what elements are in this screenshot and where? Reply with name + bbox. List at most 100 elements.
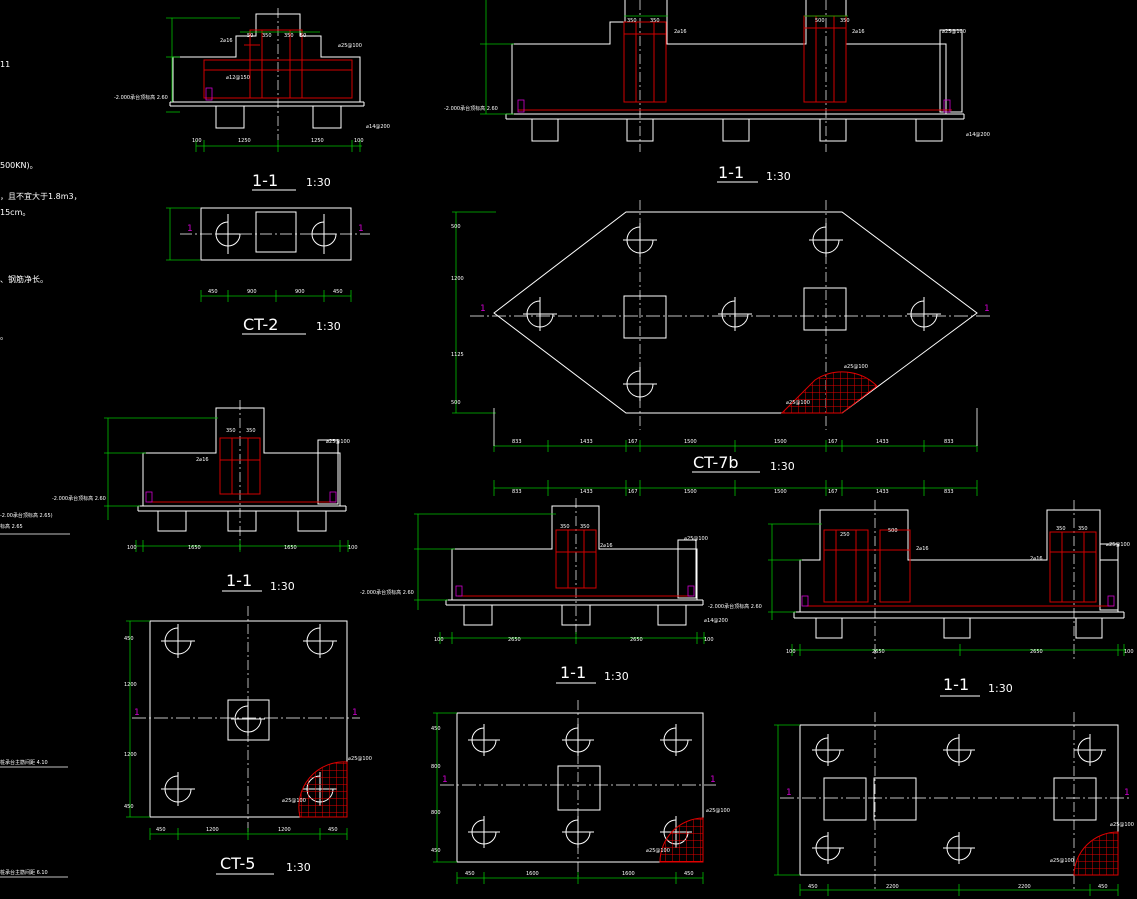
pile-symbol-icon [231,702,265,736]
dim-label: 250 [840,532,850,538]
pile-symbol-icon [623,367,657,401]
section-view-5[interactable]: 100 2650 2650 100 250 500 350 350 2⌀16 2… [708,500,1134,697]
note-line: 、钢筋净长。 [0,274,48,284]
dim-label: 2650 [1030,649,1043,655]
rebar-label: ⌀25@100 [1050,858,1074,864]
dim-label: 1500 [684,439,697,445]
rebar-label: ⌀25@100 [786,400,810,406]
rebar-label: ⌀25@100 [844,364,868,370]
dim-label: 1125 [451,352,464,358]
dim-label: 450 [684,871,694,877]
dim-label: 1650 [284,545,297,551]
dim-label: 1250 [238,138,251,144]
section-view-4[interactable]: 100 2650 2650 100 350 350 2⌀16 ⌀25@100 -… [360,498,728,684]
rebar-label: ⌀25@100 [326,439,350,445]
section-view-3[interactable]: 100 1650 1650 100 350 350 2⌀16 ⌀25@100 -… [52,400,358,593]
section-5-scale: 1:30 [988,682,1013,695]
rebar-label: ⌀25@100 [684,536,708,542]
dim-label: 450 [465,871,475,877]
rebar-hatch-detail [298,761,348,818]
dim-label: 1200 [278,827,291,833]
section-mark: 1 [984,304,990,314]
pile-cap-plan-7[interactable]: 450 2200 2200 450 ⌀25@100 ⌀25@100 1 1 [774,712,1134,896]
ct2-plan[interactable]: 450 900 900 450 1 1 CT-2 1:30 [166,207,370,335]
ct7b-scale: 1:30 [770,460,795,473]
dim-label: 350 [560,524,570,530]
dim-label: 350 [580,524,590,530]
dim-label: 167 [828,489,838,495]
dim-label: 2200 [886,884,899,890]
dim-label: 1600 [622,871,635,877]
rebar-label: ⌀25@100 [706,808,730,814]
ct7b-title: CT-7b [693,453,739,472]
dim-label: 1600 [526,871,539,877]
rebar-label: 2⌀16 [220,38,233,44]
dim-label: 2650 [508,637,521,643]
ct5-plan[interactable]: 450 1200 1200 450 450 1200 1200 450 ⌀25@… [124,606,372,875]
dim-label: 100 [348,545,358,551]
pile-symbol-icon [562,816,594,848]
section-mark: 1 [134,708,140,718]
pile-symbol-icon [623,223,657,257]
pile-symbol-icon [943,832,975,864]
note-line: 标高 2.65 [0,523,23,530]
rebar-label: ⌀25@100 [1110,822,1134,828]
elevation-label: -2.000承台顶标高 2.60 [708,603,762,610]
dim-label: 350 [840,18,850,24]
rebar-label: 2⌀16 [916,546,929,552]
dim-label: 450 [124,804,134,810]
rebar-label: ⌀25@100 [282,798,306,804]
section-mark: 1 [187,224,193,234]
pile-symbol-icon [468,724,500,756]
pile-symbol-icon [812,734,844,766]
dim-label: 833 [512,439,522,445]
ct2-title: CT-2 [243,315,278,334]
dim-label: 900 [295,289,305,295]
section-mark: 1 [480,304,486,314]
section-mark: 1 [358,224,364,234]
rebar-label: ⌀25@100 [942,29,966,35]
elevation-label: -2.000承台顶标高 2.60 [360,589,414,596]
ct7b-plan[interactable]: 833 1433 167 1500 1500 167 1433 833 833 … [451,200,990,496]
section-4-title: 1-1 [560,663,586,682]
note-line: 桩承台主筋间距 6.10 [0,869,48,876]
section-mark: 1 [786,788,792,798]
rebar-label: 2⌀16 [600,543,613,549]
pile-cap-plan-6[interactable]: 450 1600 1600 450 450 800 800 450 ⌀25@10… [431,700,730,884]
dim-label: 833 [944,489,954,495]
section-1-scale: 1:30 [306,176,331,189]
ct2-scale: 1:30 [316,320,341,333]
pile-symbol-icon [718,297,752,331]
dim-label: 833 [512,489,522,495]
section-view-2[interactable]: 350 350 500 350 2⌀16 2⌀16 ⌀25@100 ⌀14@20… [444,0,990,183]
pile-symbol-icon [660,724,692,756]
dim-label: 500 [451,224,461,230]
note-line: -2.00承台顶标高 2.65) [0,512,53,519]
pile-symbol-icon [468,816,500,848]
dim-label: 1200 [124,682,137,688]
dim-label: 450 [431,726,441,732]
dim-label: 450 [1098,884,1108,890]
section-3-scale: 1:30 [270,580,295,593]
pile-symbol-icon [161,772,195,806]
dim-label: 450 [328,827,338,833]
dim-label: 450 [156,827,166,833]
section-3-title: 1-1 [226,571,252,590]
rebar-label: 2⌀16 [674,29,687,35]
section-mark: 1 [352,708,358,718]
dim-label: 900 [247,289,257,295]
pile-symbol-icon [303,624,337,658]
section-view-1[interactable]: 100 1250 1250 100 50 350 350 50 -2.000承台… [114,8,390,191]
dim-label: 450 [808,884,818,890]
note-line: 。 [0,332,8,341]
dim-label: 167 [628,439,638,445]
dim-label: 100 [434,637,444,643]
dim-label: 1250 [311,138,324,144]
dim-label: 350 [284,33,294,39]
dim-label: 350 [650,18,660,24]
dim-label: 800 [431,810,441,816]
dim-label: 2650 [872,649,885,655]
note-line: ，且不宜大于1.8m3， [0,191,82,201]
pile-symbol-icon [943,734,975,766]
